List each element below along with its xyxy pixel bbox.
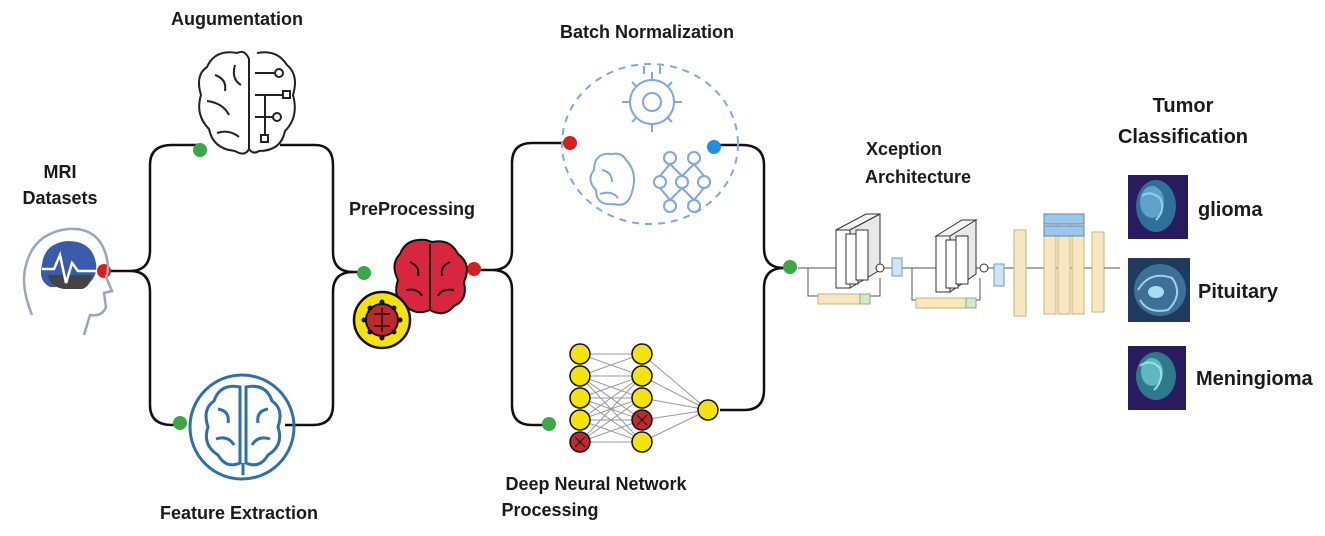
dot-bn-in: [563, 136, 577, 150]
thumb-meningioma: [1128, 346, 1186, 410]
brain-outline-icon: [188, 373, 296, 481]
gear-brain-network-icon: [561, 63, 739, 225]
label-augmentation: Augumentation: [171, 9, 303, 29]
circuit-brain-icon: [198, 50, 296, 155]
class-thumbnails: [1128, 175, 1190, 410]
label-mri-line2: Datasets: [22, 188, 97, 208]
connector-mri-fork: [104, 143, 200, 427]
label-class-glioma: glioma: [1198, 199, 1263, 221]
architecture-blocks-icon: [798, 213, 1120, 317]
label-class-pituitary: Pituitary: [1198, 281, 1279, 303]
connector-dnn-xcep: [720, 266, 785, 412]
connector-dots: [97, 136, 797, 431]
thumb-pituitary: [1128, 258, 1190, 322]
dot-aug-in: [193, 143, 207, 157]
label-xception-line2: Architecture: [865, 167, 971, 187]
dot-xcep-in: [783, 260, 797, 274]
dot-pre-out: [467, 262, 481, 276]
head-brain-scan-icon: [22, 227, 114, 336]
label-dnn-line1: Deep Neural Network: [505, 474, 687, 494]
text-labels: MRI Datasets Augumentation Feature Extra…: [22, 9, 1313, 523]
connector-aug-pre: [280, 143, 362, 274]
label-feature-extraction: Feature Extraction: [160, 503, 318, 523]
label-tumor-line1: Tumor: [1153, 95, 1214, 117]
dot-bn-out: [707, 140, 721, 154]
label-batch-normalization: Batch Normalization: [560, 22, 734, 42]
brain-and-virus-icon: [352, 238, 468, 350]
connector-pre-fork: [474, 141, 570, 427]
thumb-glioma: [1128, 175, 1188, 239]
dot-pre-in: [357, 266, 371, 280]
label-class-meningioma: Meningioma: [1196, 368, 1314, 390]
label-mri-line1: MRI: [44, 162, 77, 182]
label-xception-line1: Xception: [866, 139, 942, 159]
label-tumor-line2: Classification: [1118, 126, 1248, 148]
label-preprocessing: PreProcessing: [349, 199, 475, 219]
label-dnn-line2: Processing: [501, 500, 598, 520]
dot-dnn-in: [542, 417, 556, 431]
dot-feat-in: [173, 416, 187, 430]
neural-network-icon: [569, 343, 719, 453]
connector-bn-xcep: [716, 143, 790, 270]
connector-feat-pre: [285, 270, 354, 427]
connectors: [104, 141, 790, 427]
